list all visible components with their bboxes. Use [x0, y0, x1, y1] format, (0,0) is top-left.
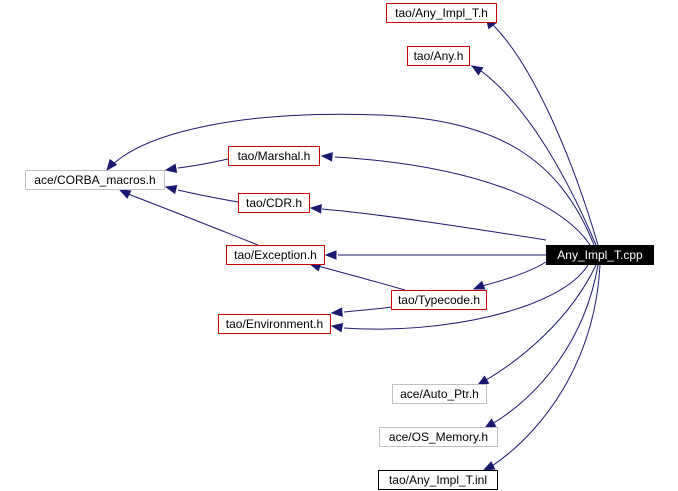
arrowhead-root-to-any-h: [470, 65, 484, 76]
edge-root-to-any-impl-t-inl: [491, 264, 601, 467]
edge-root-to-environment-h: [343, 264, 589, 330]
edge-root-to-any-h: [479, 69, 597, 246]
edge-typecode-to-environment-h: [343, 306, 392, 313]
arrowhead-root-to-marshal-h: [320, 152, 333, 162]
edge-root-to-auto-ptr-h: [485, 264, 597, 381]
arrowhead-root-to-corba-macros-h: [106, 158, 118, 172]
node-environment-h[interactable]: tao/Environment.h: [218, 314, 331, 334]
edge-root-to-marshal-h: [334, 156, 591, 246]
node-os-memory-h[interactable]: ace/OS_Memory.h: [379, 427, 498, 447]
edge-typecode-to-exception-h: [317, 265, 406, 291]
node-cdr-h[interactable]: tao/CDR.h: [238, 193, 310, 213]
arrowhead-marshal-to-corba-macros-h: [164, 163, 178, 173]
arrowhead-root-to-typecode-h: [472, 280, 486, 290]
arrowhead-typecode-to-environment-h: [330, 307, 343, 317]
node-any-impl-t-cpp[interactable]: Any_Impl_T.cpp: [546, 245, 654, 265]
edge-exception-to-corba-macros-h: [127, 193, 259, 246]
edge-root-to-typecode-h: [481, 261, 547, 287]
node-auto-ptr-h[interactable]: ace/Auto_Ptr.h: [392, 384, 487, 404]
arrowhead-root-to-environment-h: [330, 323, 344, 333]
edge-marshal-to-corba-macros-h: [177, 158, 229, 169]
node-marshal-h[interactable]: tao/Marshal.h: [228, 146, 320, 166]
node-exception-h[interactable]: tao/Exception.h: [226, 245, 325, 265]
edge-root-to-any-impl-t-h: [489, 21, 599, 246]
edge-cdr-to-corba-macros-h: [177, 189, 239, 203]
node-typecode-h[interactable]: tao/Typecode.h: [391, 290, 487, 310]
edge-root-to-corba-macros-h: [111, 113, 595, 246]
edge-root-to-cdr-h: [321, 208, 547, 241]
arrowhead-root-to-cdr-h: [309, 204, 322, 214]
arrowhead-exception-to-corba-macros-h: [118, 189, 132, 199]
node-corba-macros-h[interactable]: ace/CORBA_macros.h: [25, 170, 165, 190]
edge-root-to-os-memory-h: [491, 264, 599, 425]
arrowhead-root-to-any-impl-t-inl: [482, 461, 496, 471]
node-any-impl-t-inl[interactable]: tao/Any_Impl_T.inl: [378, 470, 498, 490]
node-any-impl-t-h[interactable]: tao/Any_Impl_T.h: [386, 3, 497, 23]
arrowhead-cdr-to-corba-macros-h: [164, 184, 178, 195]
node-any-h[interactable]: tao/Any.h: [407, 46, 470, 66]
arrowhead-root-to-exception-h: [324, 250, 337, 260]
